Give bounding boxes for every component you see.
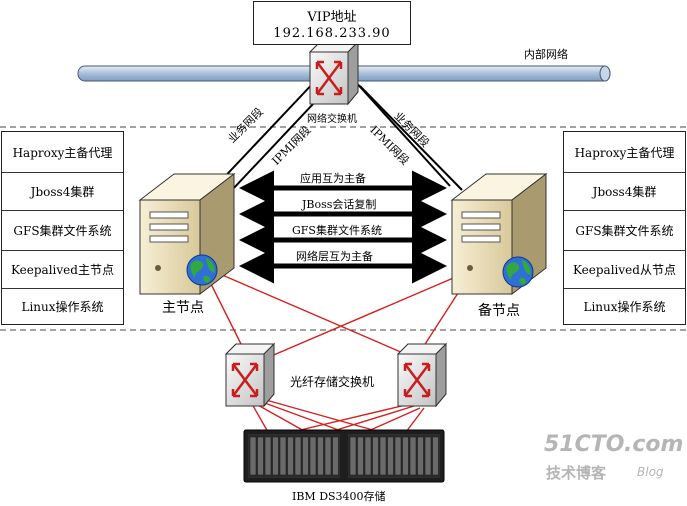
link-label-jboss: JBoss会话复制 [302, 198, 377, 211]
fibre-switch-left-icon [224, 342, 276, 408]
disk-slot [324, 436, 332, 476]
vip-address: 192.168.233.90 [273, 26, 391, 41]
disk-slot [257, 436, 264, 476]
stack-row: Jboss4集群 [2, 172, 123, 211]
network-switch-label: 网络交换机 [307, 114, 357, 125]
disk-slot [332, 436, 339, 476]
watermark-blog: Blog [637, 465, 664, 479]
link-label-network: 网络层互为主备 [296, 250, 373, 263]
stack-row: Linux操作系统 [21, 299, 104, 314]
storage-label: IBM DS3400存储 [292, 490, 386, 503]
disk-slot [357, 436, 364, 476]
stack-row: Linux操作系统 [583, 299, 666, 314]
disk-slot [417, 436, 424, 476]
watermark-site: 51CTO.com [544, 432, 684, 457]
backup-software-stack: Haproxy主备代理 Jboss4集群 GFS集群文件系统 Keepalive… [563, 131, 686, 325]
disk-slot [264, 436, 272, 476]
backup-node-label: 备节点 [478, 303, 520, 319]
fibre-switch-label: 光纤存储交换机 [290, 375, 375, 389]
internal-network-label: 内部网络 [524, 48, 568, 61]
stack-row: GFS集群文件系统 [564, 210, 685, 251]
link-label-gfs: GFS集群文件系统 [292, 224, 382, 237]
disk-slot [387, 436, 394, 476]
disk-slot [402, 436, 409, 476]
fibre-switch-right-icon [396, 342, 448, 408]
disk-slot [432, 436, 439, 476]
disk-slot [379, 436, 387, 476]
disk-slot [394, 436, 402, 476]
disk-slot [272, 436, 279, 476]
master-server-icon [138, 172, 236, 296]
master-globe-icon [186, 254, 218, 286]
disk-slot [249, 436, 257, 476]
master-node-label: 主节点 [162, 300, 204, 316]
disk-slot [302, 436, 309, 476]
watermark-sub: 技术博客 [546, 464, 607, 482]
stack-row: Keepalived从节点 [564, 250, 685, 289]
vip-title: VIP地址 [307, 10, 357, 25]
replication-arrows [239, 170, 447, 284]
disk-slot [349, 436, 357, 476]
link-label-app: 应用互为主备 [300, 172, 366, 185]
vip-box: VIP地址 192.168.233.90 [253, 1, 411, 45]
stack-row: Jboss4集群 [564, 172, 685, 211]
disk-slot [424, 436, 432, 476]
master-software-stack: Haproxy主备代理 Jboss4集群 GFS集群文件系统 Keepalive… [1, 131, 124, 325]
disk-slot [372, 436, 379, 476]
stack-row: Haproxy主备代理 [2, 132, 123, 173]
disk-slot [279, 436, 287, 476]
disk-slot [364, 436, 372, 476]
backup-globe-icon [502, 256, 534, 288]
stack-row: GFS集群文件系统 [2, 210, 123, 251]
disk-slot [294, 436, 302, 476]
stack-row: Haproxy主备代理 [564, 132, 685, 173]
network-switch-icon [308, 40, 360, 106]
disk-slot [309, 436, 317, 476]
disk-slot [287, 436, 294, 476]
stack-row: Keepalived主节点 [2, 250, 123, 289]
disk-slot [317, 436, 324, 476]
storage-array-icon [243, 429, 445, 483]
disk-slot [409, 436, 417, 476]
